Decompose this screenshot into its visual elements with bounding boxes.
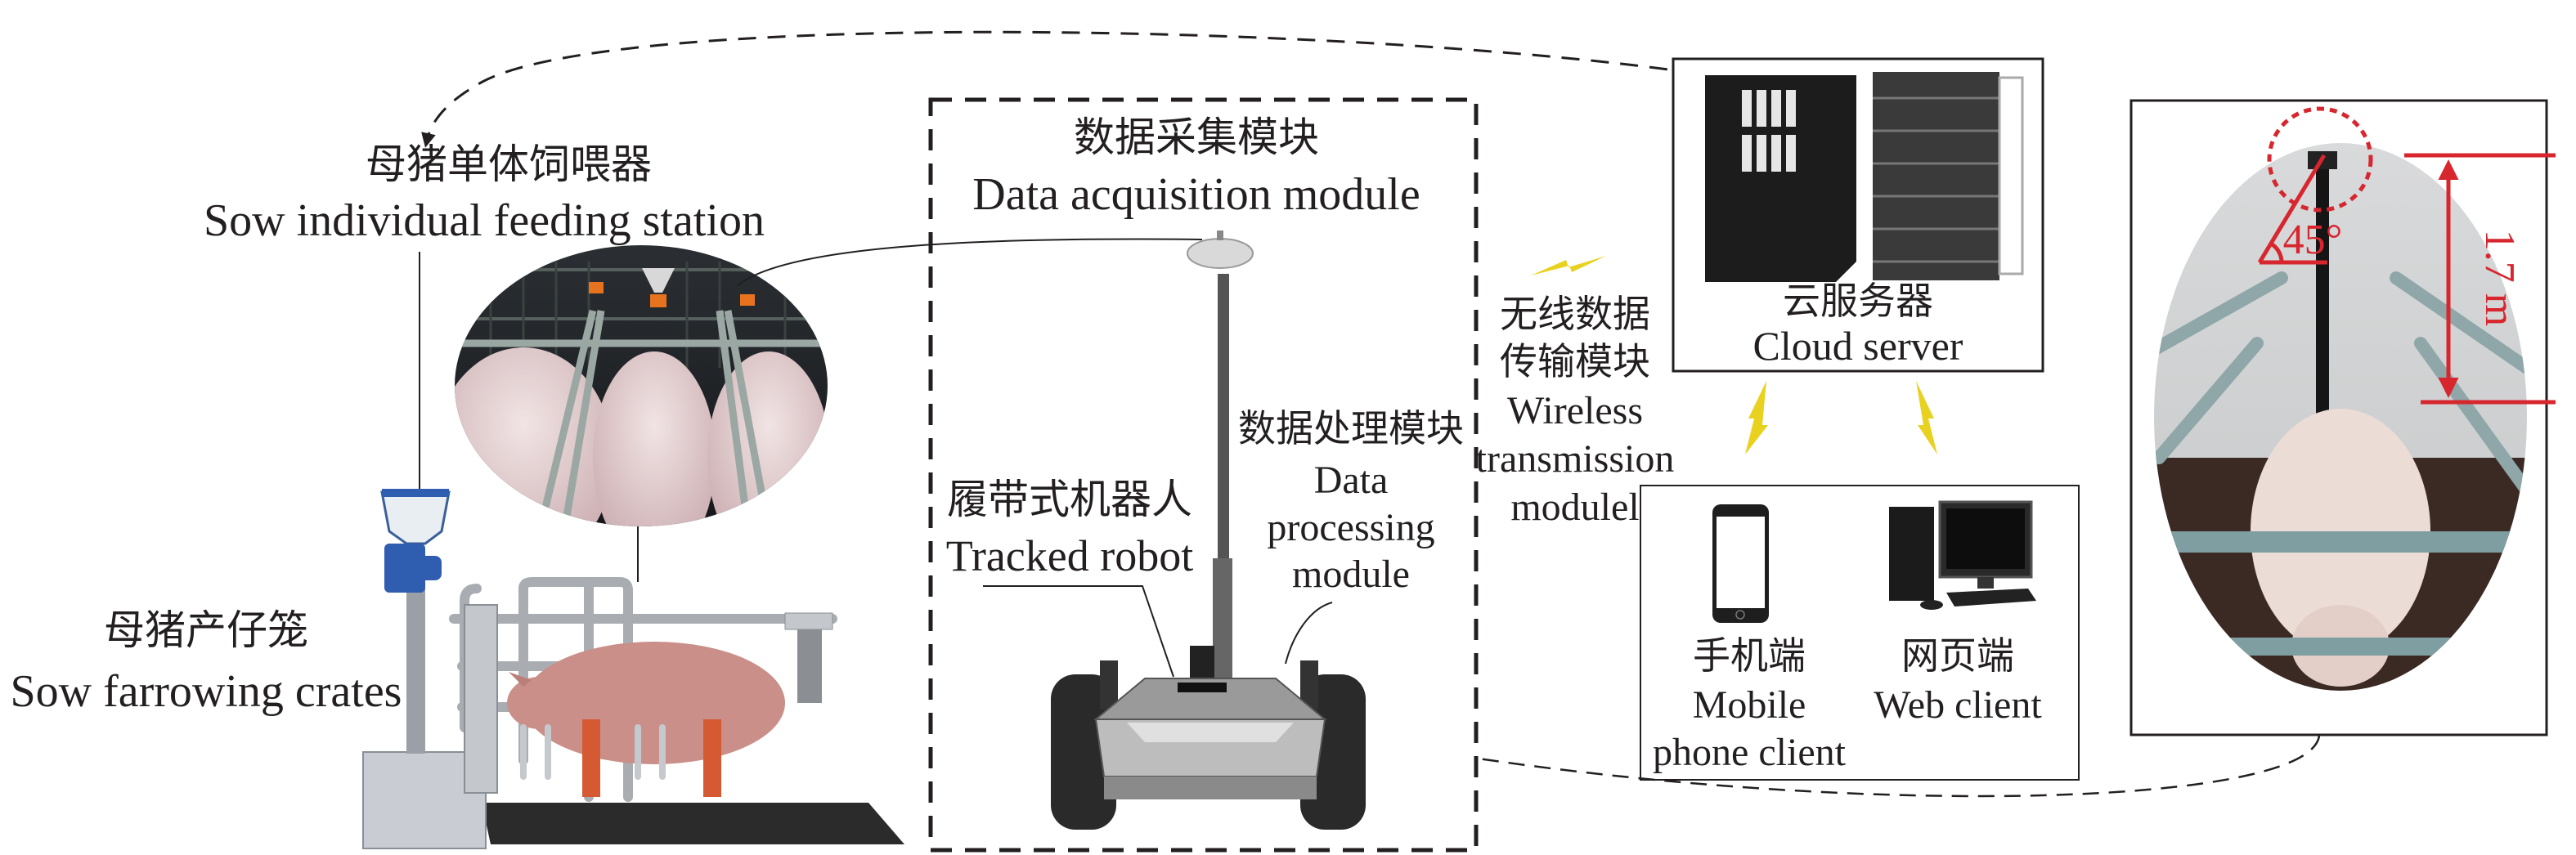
lightning-bolt-icon: [1916, 381, 1937, 454]
feeder-hopper: [380, 489, 451, 593]
processing-module-leader-line: [1285, 602, 1333, 665]
farrowing-crates-label-cn: 母猪产仔笼: [104, 607, 308, 654]
wireless-label-cn-2: 传输模块: [1500, 339, 1650, 383]
camera-highlight-circle: [2267, 106, 2373, 213]
farrowing-crates-label-en: Sow farrowing crates: [11, 666, 402, 717]
photo-to-camera-line: [736, 238, 1203, 287]
acquisition-module-label-en: Data acquisition module: [972, 169, 1420, 220]
wireless-label-cn-1: 无线数据: [1500, 292, 1650, 336]
camera-head: [1187, 238, 1254, 269]
farrowing-crate-drawing: [362, 489, 904, 849]
tracked-robot-label-en: Tracked robot: [946, 531, 1193, 580]
wireless-label-en-2: transmission: [1476, 437, 1675, 481]
angle-indicator: [2257, 154, 2327, 265]
feeding-station-label-en: Sow individual feeding station: [204, 195, 765, 246]
processing-module-label-cn: 数据处理模块: [1238, 406, 1464, 450]
lightning-bolt-icon: [1531, 256, 1606, 275]
feeding-station-label-cn: 母猪单体饲喂器: [366, 141, 652, 188]
pen-camera-photo: [455, 245, 828, 526]
smartphone-icon: [1712, 504, 1769, 623]
wireless-label-en-1: Wireless: [1507, 389, 1643, 432]
mobile-client-label-en-1: Mobile: [1693, 683, 1806, 727]
desktop-computer-icon: [1889, 500, 2036, 610]
cloud-server-label-en: Cloud server: [1753, 323, 1963, 369]
tracked-robot-leader-line: [983, 585, 1174, 678]
processing-module-label-en-3: module: [1292, 553, 1410, 596]
height-label: 1.7 m: [2476, 230, 2523, 326]
wireless-label-en-3: modulel: [1510, 486, 1639, 529]
angle-label: 45°: [2283, 217, 2343, 263]
mobile-client-label-en-2: phone client: [1653, 731, 1847, 774]
feedback-dashed-arrow: [421, 30, 1726, 148]
robot-to-camera-view-dashed-line: [1478, 735, 2321, 798]
mobile-client-label-cn: 手机端: [1693, 633, 1806, 678]
server-rack-icon: [1705, 72, 2024, 282]
web-client-label-cn: 网页端: [1901, 633, 2014, 678]
processing-module-label-en-2: processing: [1267, 506, 1434, 549]
data-acquisition-module-box: [928, 97, 1479, 853]
tracked-robot-drawing: [1051, 231, 1366, 830]
web-client-label-en: Web client: [1874, 683, 2042, 727]
acquisition-module-label-cn: 数据采集模块: [1074, 114, 1319, 161]
cloud-server-label-cn: 云服务器: [1783, 279, 1933, 323]
height-dimension: [2404, 153, 2556, 405]
processing-module-label-en-1: Data: [1314, 459, 1389, 502]
tracked-robot-label-cn: 履带式机器人: [947, 476, 1192, 523]
lightning-bolt-icon: [1745, 381, 1768, 454]
